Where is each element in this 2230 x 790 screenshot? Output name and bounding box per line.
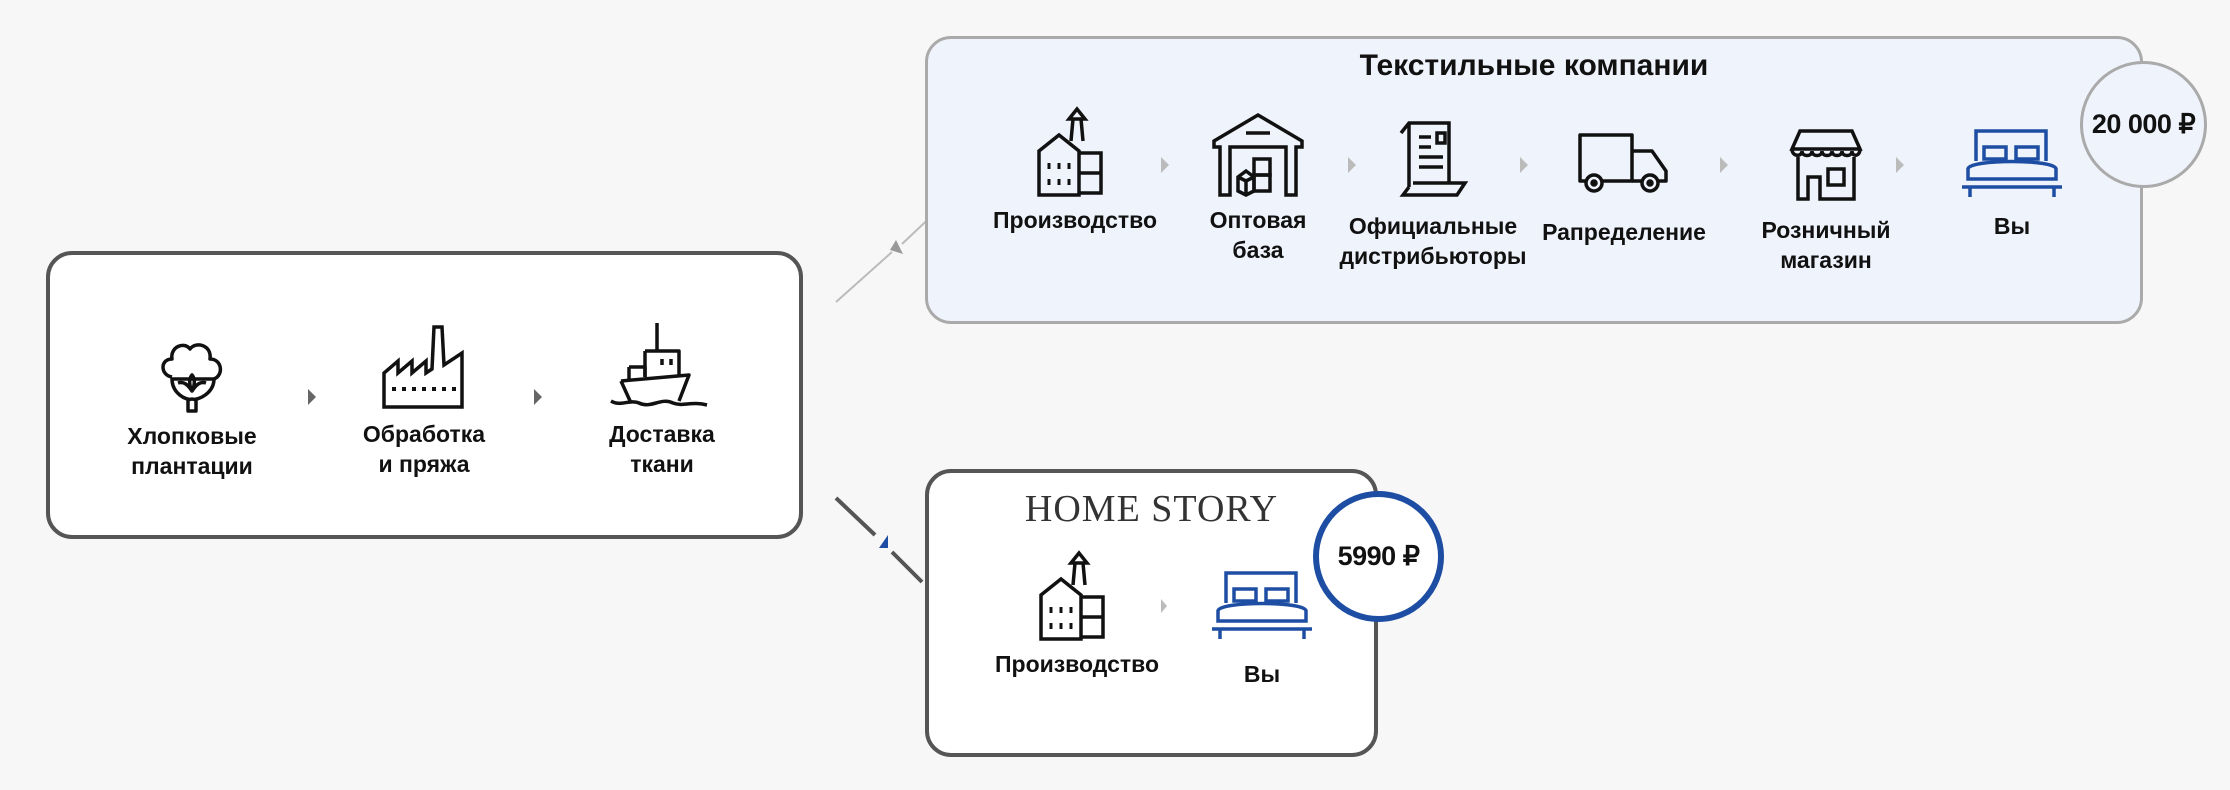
home-story-panel: HOME STORY Производство Вы xyxy=(925,469,1378,757)
production-building-icon xyxy=(1037,106,1103,197)
chevron-right-icon xyxy=(1720,157,1728,173)
cotton-icon xyxy=(161,343,223,413)
shop-icon xyxy=(1789,129,1863,201)
truck-icon xyxy=(1578,133,1668,193)
step-you: Вы xyxy=(1162,569,1362,689)
step-label: Вы xyxy=(1243,661,1281,687)
chevron-right-icon xyxy=(308,389,316,405)
chevron-right-icon xyxy=(1896,157,1904,173)
price-badge-home-story: 5990 ₽ xyxy=(1313,491,1444,622)
step-distribution: Рапределение xyxy=(1524,131,1724,247)
chevron-right-icon xyxy=(534,389,542,405)
bed-icon xyxy=(1212,571,1312,639)
ship-icon xyxy=(610,323,708,407)
panel-title: Текстильные компании xyxy=(1359,49,1709,82)
bed-icon xyxy=(1962,129,2062,197)
arrowhead-icon xyxy=(879,535,888,548)
connector-to-home-story xyxy=(834,496,924,584)
chevron-right-icon xyxy=(1520,157,1528,173)
step-production: Производство xyxy=(975,105,1175,235)
step-label: Производство xyxy=(992,207,1158,233)
textile-companies-panel: Текстильные компании Производство Оптова… xyxy=(925,36,2143,324)
step-you: Вы xyxy=(1912,127,2112,241)
chevron-right-icon xyxy=(1161,157,1169,173)
chevron-right-icon xyxy=(1348,157,1356,173)
step-production: Производство xyxy=(977,549,1177,679)
arrowhead-icon xyxy=(890,240,903,254)
step-label: Вы xyxy=(1993,213,2031,239)
document-icon xyxy=(1399,121,1469,197)
connector-to-textile xyxy=(835,216,930,303)
factory-icon xyxy=(382,325,464,409)
brand-title: HOME STORY xyxy=(1024,488,1279,530)
step-label: Рапределение xyxy=(1542,219,1706,245)
step-label: Производство xyxy=(994,651,1160,677)
price-badge-textile: 20 000 ₽ xyxy=(2080,61,2207,188)
chevron-right-icon xyxy=(1161,599,1167,613)
warehouse-icon xyxy=(1212,112,1304,197)
production-building-icon xyxy=(1039,550,1105,641)
